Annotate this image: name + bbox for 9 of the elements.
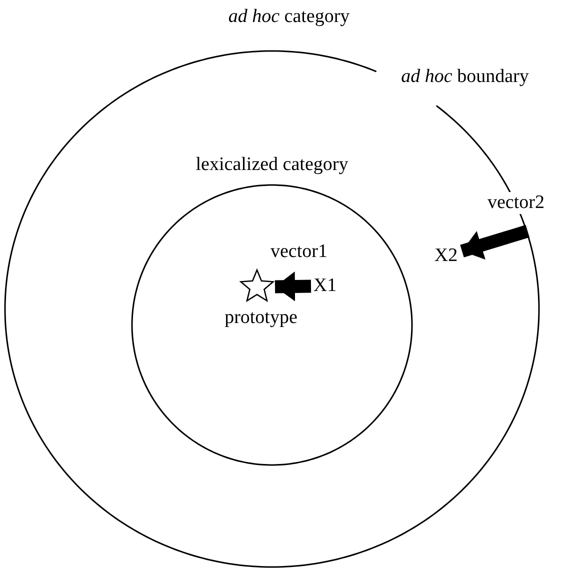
prototype-label: prototype	[224, 307, 298, 329]
edge-label: vector2	[487, 192, 545, 214]
category-label: ad hoc category	[227, 6, 351, 28]
arrow	[460, 224, 530, 260]
arrow	[274, 271, 312, 302]
point-label: X1	[312, 275, 338, 297]
boundary-label: ad hoc boundary	[400, 66, 530, 88]
category-label: lexicalized category	[194, 154, 350, 176]
point-label: X2	[433, 245, 459, 267]
